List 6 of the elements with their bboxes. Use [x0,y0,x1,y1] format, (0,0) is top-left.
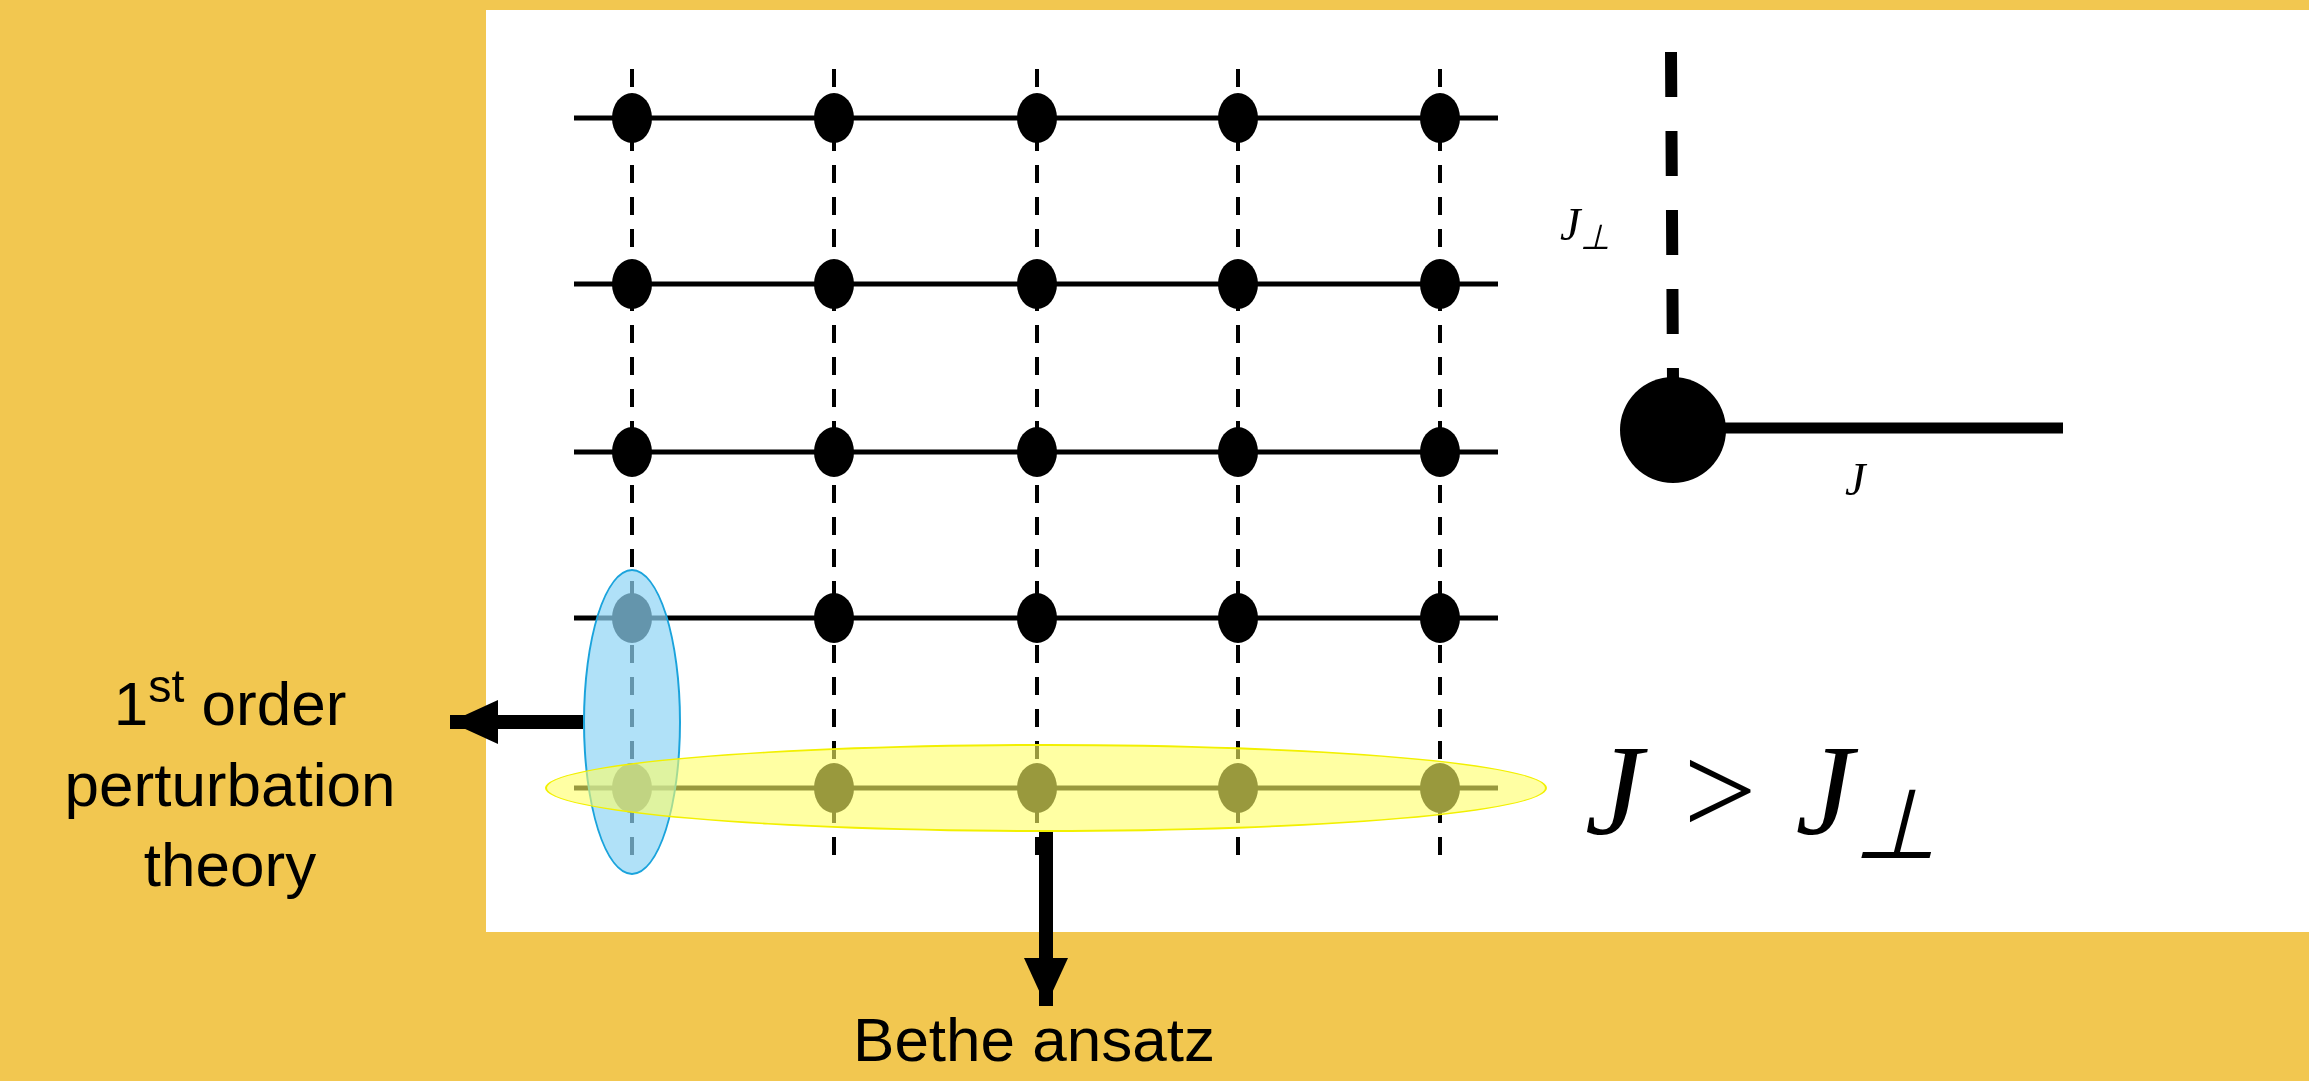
method-label: Bethe ansatz [853,1005,1215,1074]
coupling-label: J [1845,453,1866,507]
coupling-label: J$_{⊥}$ [1560,198,1611,258]
method-label: 1$^{st}$ order perturbation theory [63,664,397,902]
arrow [450,700,583,744]
arrow [1024,832,1068,1006]
